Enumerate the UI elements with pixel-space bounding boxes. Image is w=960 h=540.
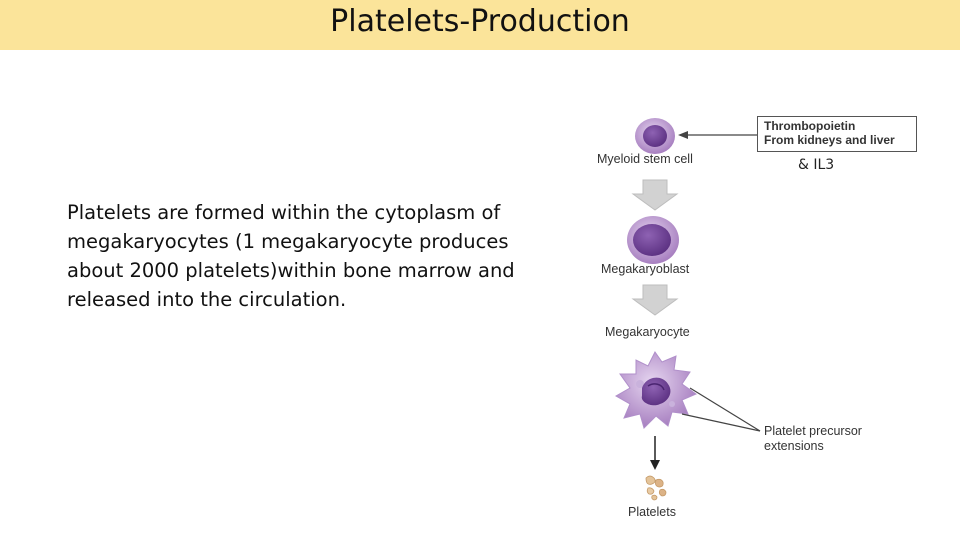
body-text: Platelets are formed within the cytoplas…	[67, 201, 515, 311]
thrombopoietin-arrow-head	[678, 131, 688, 139]
thrombopoietin-box: Thrombopoietin From kidneys and liver	[757, 116, 917, 152]
platelet-fragment	[658, 488, 667, 497]
megakaryocyte-granule	[636, 380, 644, 388]
precursor-pointer-2	[681, 413, 761, 432]
megakaryocyte-granule	[669, 401, 675, 407]
precursor-pointer-1	[689, 387, 761, 432]
down-arrow-2	[631, 284, 679, 316]
label-megakaryoblast: Megakaryoblast	[601, 262, 690, 276]
platelet-fragment	[646, 487, 655, 495]
slide-title: Platelets-Production	[330, 4, 630, 39]
label-megakaryocyte: Megakaryocyte	[605, 325, 690, 339]
platelets-cluster	[645, 475, 667, 501]
thrombopoietin-line2: From kidneys and liver	[764, 133, 895, 147]
precursor-line2: extensions	[764, 439, 824, 453]
myeloid-stem-cell	[635, 118, 675, 154]
thrombopoietin-line1: Thrombopoietin	[764, 119, 856, 133]
nucleus-lobe-line	[647, 383, 665, 391]
platelet-fragment	[651, 494, 658, 501]
precursor-label: Platelet precursor extensions	[764, 424, 862, 454]
title-bar	[0, 0, 960, 50]
label-platelets: Platelets	[628, 505, 676, 519]
megakaryoblast-cell	[627, 216, 679, 264]
megakaryoblast-nucleus	[633, 224, 671, 256]
il3-note: & IL3	[798, 157, 835, 173]
platelet-arrow-head	[650, 460, 660, 470]
label-myeloid-stem-cell: Myeloid stem cell	[597, 152, 693, 166]
precursor-line1: Platelet precursor	[764, 424, 862, 438]
platelet-fragment	[655, 478, 664, 488]
megakaryocyte-cell	[614, 351, 698, 429]
platelet-fragment	[645, 475, 656, 485]
megakaryocyte-nucleus	[641, 377, 671, 406]
down-arrow-1	[631, 179, 679, 211]
myeloid-cell-nucleus	[643, 125, 667, 147]
